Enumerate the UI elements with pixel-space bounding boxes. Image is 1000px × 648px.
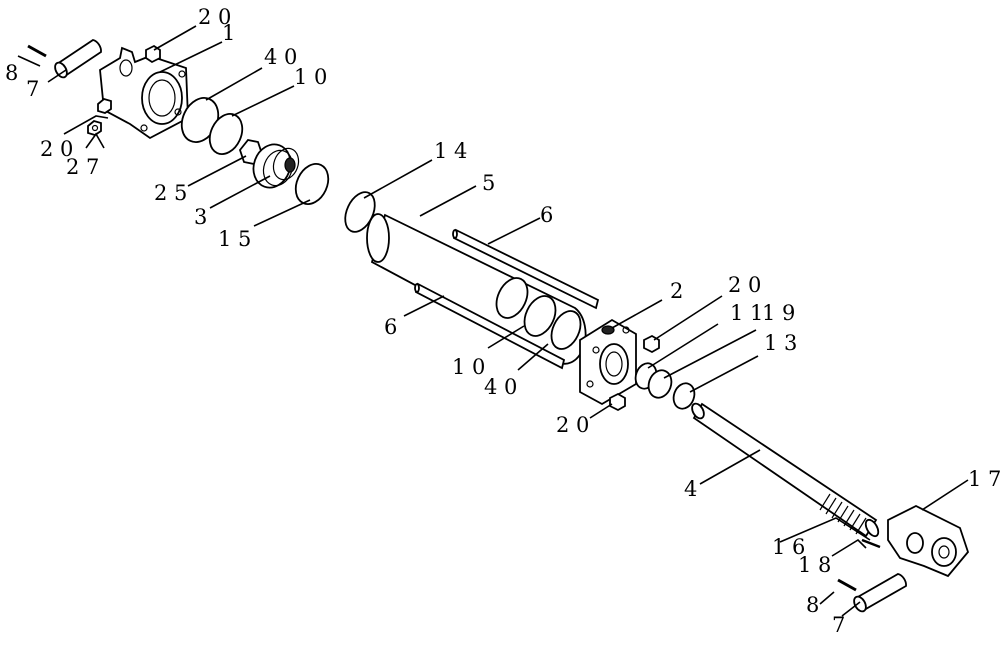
leader-lines <box>17 25 969 617</box>
oring-40-mid <box>523 295 557 337</box>
label-40-top: 4 0 <box>264 45 297 69</box>
label-17: 1 7 <box>968 467 1000 491</box>
label-10-mid: 1 0 <box>452 355 485 379</box>
label-20-bottom: 2 0 <box>556 413 589 437</box>
clevis-17 <box>887 504 970 578</box>
pin-left <box>54 39 102 79</box>
end-cap-left <box>99 46 189 140</box>
seal-11-19 <box>634 362 673 399</box>
cotter-pin-right <box>837 578 857 592</box>
piston-3 <box>252 143 300 189</box>
callout-labels: 2 0 1 4 0 1 0 8 7 2 0 2 7 2 5 3 1 5 1 4 … <box>5 5 1000 637</box>
label-6-top: 6 <box>540 203 553 227</box>
label-20-top: 2 0 <box>198 5 231 29</box>
label-2: 2 <box>670 279 683 303</box>
label-5: 5 <box>482 171 495 195</box>
label-4: 4 <box>684 477 697 501</box>
cotter-pin-left <box>27 44 47 58</box>
label-25: 2 5 <box>154 181 187 205</box>
label-27: 2 7 <box>66 155 99 179</box>
piston-rod-4 <box>691 402 880 538</box>
label-16: 1 6 <box>772 535 805 559</box>
nut-left-1 <box>97 98 112 114</box>
end-cap-right <box>579 318 637 406</box>
tie-rod-top <box>452 228 600 310</box>
label-40-mid: 4 0 <box>484 375 517 399</box>
label-11: 1 1 <box>730 301 763 325</box>
label-10-top: 1 0 <box>294 65 327 89</box>
nut-left-2 <box>87 120 102 136</box>
label-6-left: 6 <box>384 315 397 339</box>
oring-10-mid <box>495 277 529 319</box>
nut-top-left <box>145 44 161 64</box>
pin-right <box>853 573 907 613</box>
label-7-right: 7 <box>832 613 845 637</box>
label-7-left: 7 <box>26 77 39 101</box>
label-15: 1 5 <box>218 227 251 251</box>
label-19: 1 9 <box>762 301 795 325</box>
label-20-right: 2 0 <box>728 273 761 297</box>
pin-16-18 <box>861 538 881 549</box>
tie-rod-bottom <box>414 282 566 370</box>
label-8-right: 8 <box>806 593 819 617</box>
label-20-left: 2 0 <box>40 137 73 161</box>
label-13: 1 3 <box>764 331 797 355</box>
nut-20-bottom <box>609 392 626 412</box>
oring-15 <box>294 163 330 205</box>
label-14: 1 4 <box>434 139 467 163</box>
label-3: 3 <box>194 205 207 229</box>
label-1-top: 1 <box>222 21 235 45</box>
label-8-left: 8 <box>5 61 18 85</box>
wiper-13 <box>672 382 696 410</box>
label-18: 1 8 <box>798 553 831 577</box>
oring-extra-mid <box>550 310 582 350</box>
